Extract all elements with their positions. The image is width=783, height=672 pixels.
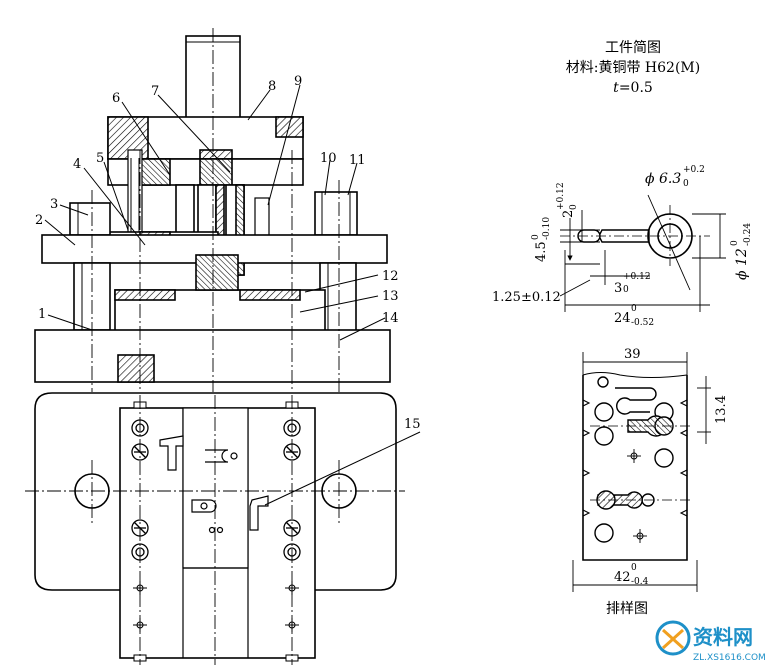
dim-24-sup: 0 — [631, 304, 637, 314]
dim-1-25: 1.25±0.12 — [492, 290, 561, 305]
layout-title: 排样图 — [606, 601, 648, 617]
plan-view — [25, 392, 405, 665]
part-label-13: 13 — [382, 289, 399, 304]
part-label-6: 6 — [112, 91, 120, 106]
part-label-9: 9 — [294, 74, 302, 89]
guide-bush-right — [314, 191, 358, 236]
workpiece-title: 工件简图 — [605, 40, 661, 56]
dim-13-4: 13.4 — [714, 395, 729, 424]
dim-24-sub: -0.52 — [631, 318, 654, 328]
dim-24: 24 — [614, 311, 631, 326]
dim-2-sub: 0 — [569, 204, 579, 210]
lower-die-base — [34, 329, 391, 383]
dim-3: 3 — [614, 281, 622, 296]
dim-42-sub: -0.4 — [631, 577, 649, 587]
thickness-spec: t=0.5 — [548, 78, 718, 98]
part-label-14: 14 — [382, 311, 399, 326]
dim-2-sup: +0.12 — [556, 182, 566, 210]
part-label-2: 2 — [35, 213, 43, 228]
workpiece-title-block: 工件简图 材料:黄铜带 H62(M) t=0.5 — [548, 38, 718, 98]
part-label-3: 3 — [50, 197, 58, 212]
dim-phi-6-3: ϕ 6.3 — [645, 171, 681, 187]
strip-dimensions: 39 13.4 42 0 -0.4 — [614, 347, 729, 587]
dim-3-sub: 0 — [623, 285, 629, 295]
part-label-7: 7 — [151, 84, 159, 99]
dim-2: 2 — [561, 210, 576, 218]
part-label-5: 5 — [96, 151, 104, 166]
dim-4-5: 4.5 — [534, 241, 549, 262]
part-label-10: 10 — [320, 151, 337, 166]
dim-phi-6-3-sub: 0 — [683, 179, 689, 189]
dim-phi-12-sub: -0.24 — [743, 223, 753, 246]
material-spec: 材料:黄铜带 H62(M) — [565, 60, 701, 76]
part-label-11: 11 — [349, 153, 366, 168]
watermark-logo-icon: 资料网 ZL.XS1616.COM — [655, 620, 766, 663]
part-label-1: 1 — [38, 307, 46, 322]
front-section-view — [34, 28, 391, 392]
part-label-15: 15 — [404, 417, 421, 432]
watermark-text: 资料网 — [693, 625, 753, 649]
dim-phi-12: ϕ 12 — [734, 248, 750, 280]
dim-39: 39 — [624, 347, 641, 362]
strip-layout — [572, 352, 711, 592]
dim-phi-6-3-sup: +0.2 — [683, 165, 705, 175]
dim-42: 42 — [614, 570, 631, 585]
workpiece-sketch — [559, 194, 726, 312]
thickness-value: =0.5 — [618, 80, 653, 96]
dim-3-sup: +0.12 — [623, 272, 651, 282]
punch — [175, 184, 195, 234]
thickness-symbol: t — [613, 80, 619, 96]
leader-lines — [44, 84, 421, 506]
watermark-url: ZL.XS1616.COM — [693, 653, 766, 663]
part-number-labels: 1 2 3 4 5 6 7 8 9 10 11 12 13 14 15 — [35, 74, 421, 432]
part-label-12: 12 — [382, 269, 399, 284]
workpiece-dimensions: 4.5 0 -0.10 2 +0.12 0 ϕ 6.3 +0.2 0 ϕ 12 … — [492, 165, 753, 328]
watermark-logo: 资料网 ZL.XS1616.COM — [649, 608, 779, 668]
guide-bush-left — [69, 202, 111, 236]
dim-42-sup: 0 — [631, 563, 637, 573]
dim-4-5-sub: -0.10 — [542, 217, 552, 240]
part-label-8: 8 — [268, 79, 276, 94]
dim-phi-12-sup: 0 — [730, 240, 740, 246]
part-label-4: 4 — [73, 157, 81, 172]
dim-4-5-sup: 0 — [531, 234, 541, 240]
